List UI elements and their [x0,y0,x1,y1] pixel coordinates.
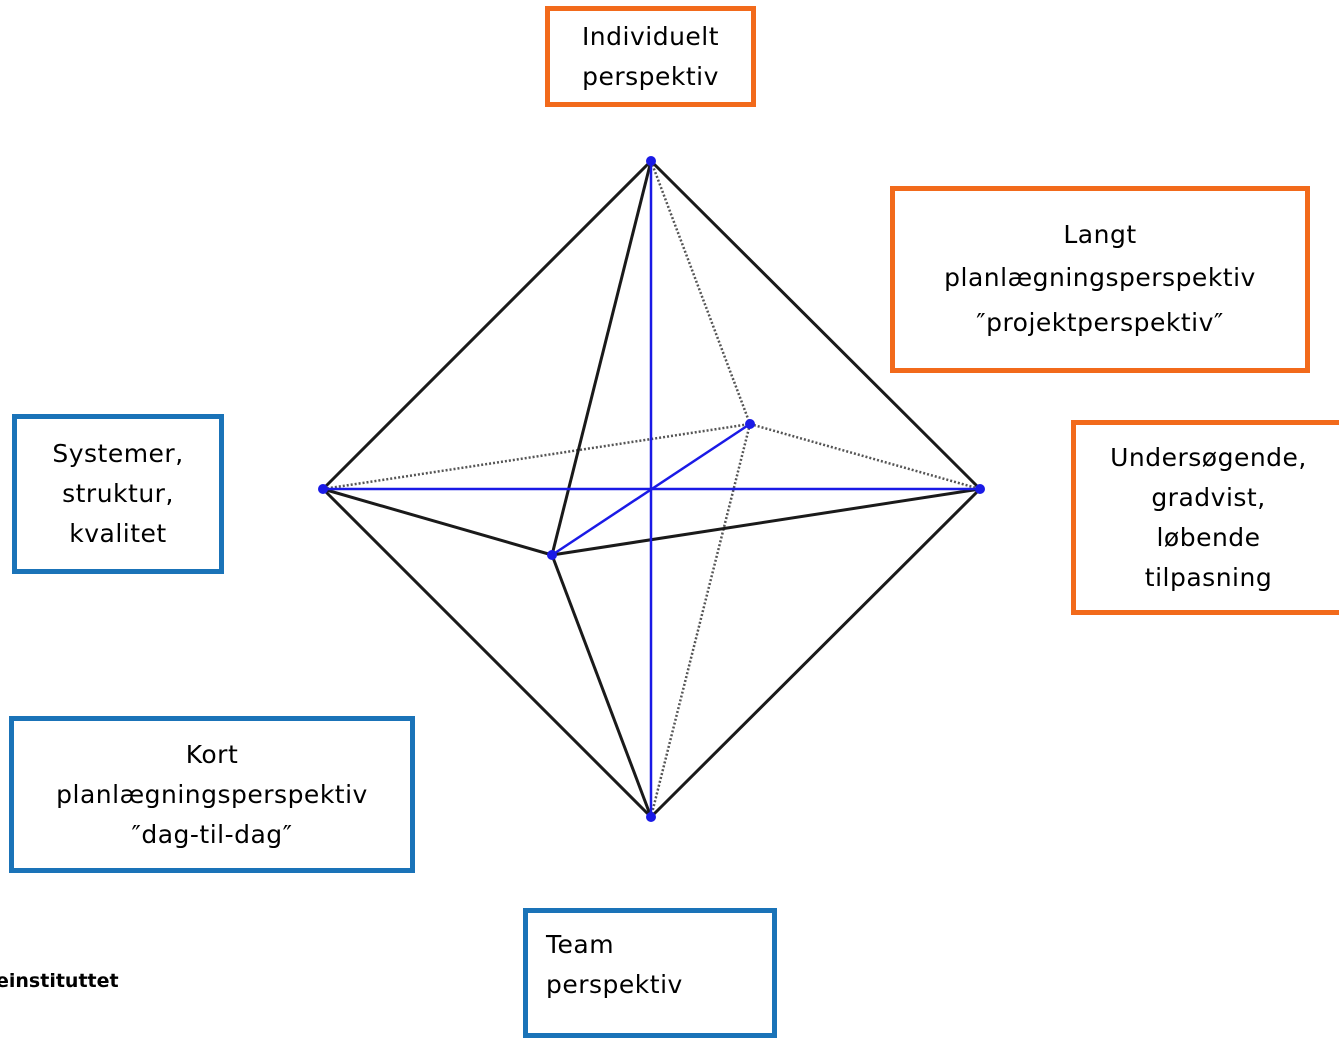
box-line: kvalitet [69,519,167,548]
octahedron-diagram [318,156,985,822]
box-line: Undersøgende, [1110,442,1307,472]
hidden-edge-left-back [322,422,751,491]
edge-top-left [321,159,653,491]
edge-front-bottom [550,554,653,818]
depth-axis [551,422,751,557]
box-line: løbende [1156,522,1261,552]
hidden-edges [322,160,981,818]
box-line: perspektiv [546,970,683,999]
footer-institute-text: einstituttet [0,970,119,992]
edge-left-front [322,487,553,557]
edge-left-bottom [321,487,653,819]
systemer-struktur-kvalitet-box: Systemer, struktur, kvalitet [12,414,224,574]
edge-top-front [550,160,653,556]
edge-right-bottom [649,487,982,819]
vertex-left [318,484,328,494]
box-line: perspektiv [582,61,719,91]
box-line: ″dag-til-dag″ [131,819,293,849]
team-perspektiv-box: Team perspektiv [523,908,777,1038]
box-line: struktur, [62,479,174,508]
vertex-bottom [646,812,656,822]
box-line: Team [546,930,615,959]
box-line: Kort [185,739,239,769]
box-line: planlægningsperspektiv [56,779,368,809]
vertex-top [646,156,656,166]
vertices [318,156,985,822]
individuelt-perspektiv-box: Individuelt perspektiv [545,6,756,107]
visible-edges [321,159,982,819]
box-line: gradvist, [1151,482,1266,512]
axes [323,161,980,817]
box-line: Individuelt [581,21,720,51]
edge-top-right [649,159,982,491]
vertex-right [975,484,985,494]
edge-front-right [551,487,981,557]
box-line: Langt [1063,219,1137,249]
box-line: planlægningsperspektiv [944,262,1256,292]
vertex-front [547,550,557,560]
kort-planlaegningsperspektiv-box: Kort planlægningsperspektiv ″dag-til-dag… [9,716,415,873]
undersogende-box: Undersøgende, gradvist, løbende tilpasni… [1071,420,1339,615]
box-line: Systemer, [52,439,184,468]
box-line: ″projektperspektiv″ [976,307,1224,337]
langt-planlaegningsperspektiv-box: Langt planlægningsperspektiv ″projektper… [890,186,1310,373]
box-line: tilpasning [1144,562,1273,592]
vertex-back [745,419,755,429]
hidden-edge-back-bottom [649,423,752,818]
hidden-edge-top-back [649,160,752,425]
